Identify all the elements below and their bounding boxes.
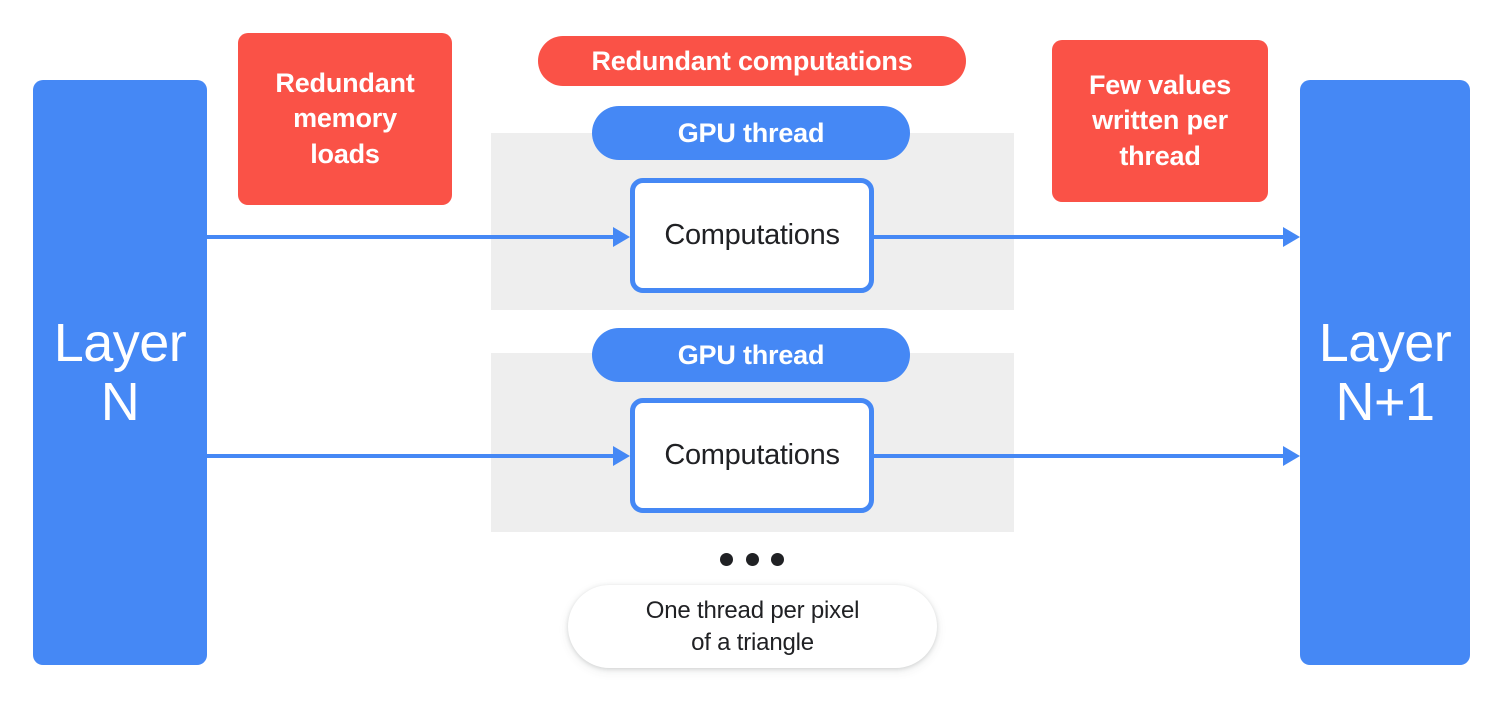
ellipsis-dot-icon xyxy=(720,552,733,566)
arrow-line xyxy=(874,235,1283,239)
caption-one-thread-per-pixel-label: One thread per pixel of a triangle xyxy=(645,597,860,656)
annotation-few-values-written: Few values written per thread xyxy=(1052,40,1268,202)
annotation-redundant-memory-loads-label: Redundant memory loads xyxy=(275,68,415,169)
arrow-head-icon xyxy=(613,227,630,247)
arrow-head-icon xyxy=(613,446,630,466)
computations-box-2: Computations xyxy=(630,398,874,513)
arrow-line xyxy=(874,454,1283,458)
ellipsis-dot-icon xyxy=(771,552,784,566)
caption-one-thread-per-pixel: One thread per pixel of a triangle xyxy=(568,585,937,668)
gpu-thread-pill-1: GPU thread xyxy=(592,106,910,160)
gpu-thread-pill-2: GPU thread xyxy=(592,328,910,382)
arrow-head-icon xyxy=(1283,446,1300,466)
arrow-input-to-thread-1 xyxy=(207,227,630,247)
gpu-thread-pill-2-label: GPU thread xyxy=(677,339,825,370)
annotation-redundant-computations: Redundant computations xyxy=(538,36,966,86)
layer-n-plus-1-label: Layer N+1 xyxy=(1318,313,1452,432)
layer-n-plus-1-block: Layer N+1 xyxy=(1300,80,1470,665)
layer-n-label: Layer N xyxy=(53,313,187,432)
ellipsis-dot-icon xyxy=(745,552,759,566)
arrow-line xyxy=(207,454,613,458)
computations-box-1-label: Computations xyxy=(664,219,840,251)
arrow-thread-2-to-output xyxy=(874,446,1300,466)
arrow-head-icon xyxy=(1283,227,1300,247)
arrow-line xyxy=(207,235,613,239)
computations-box-2-label: Computations xyxy=(664,439,840,471)
annotation-redundant-memory-loads: Redundant memory loads xyxy=(238,33,452,205)
layer-n-block: Layer N xyxy=(33,80,207,665)
gpu-thread-pill-1-label: GPU thread xyxy=(677,117,825,148)
annotation-few-values-written-label: Few values written per thread xyxy=(1088,70,1232,171)
arrow-thread-1-to-output xyxy=(874,227,1300,247)
annotation-redundant-computations-label: Redundant computations xyxy=(591,45,913,76)
arrow-input-to-thread-2 xyxy=(207,446,630,466)
ellipsis-indicator xyxy=(720,551,784,567)
computations-box-1: Computations xyxy=(630,178,874,293)
